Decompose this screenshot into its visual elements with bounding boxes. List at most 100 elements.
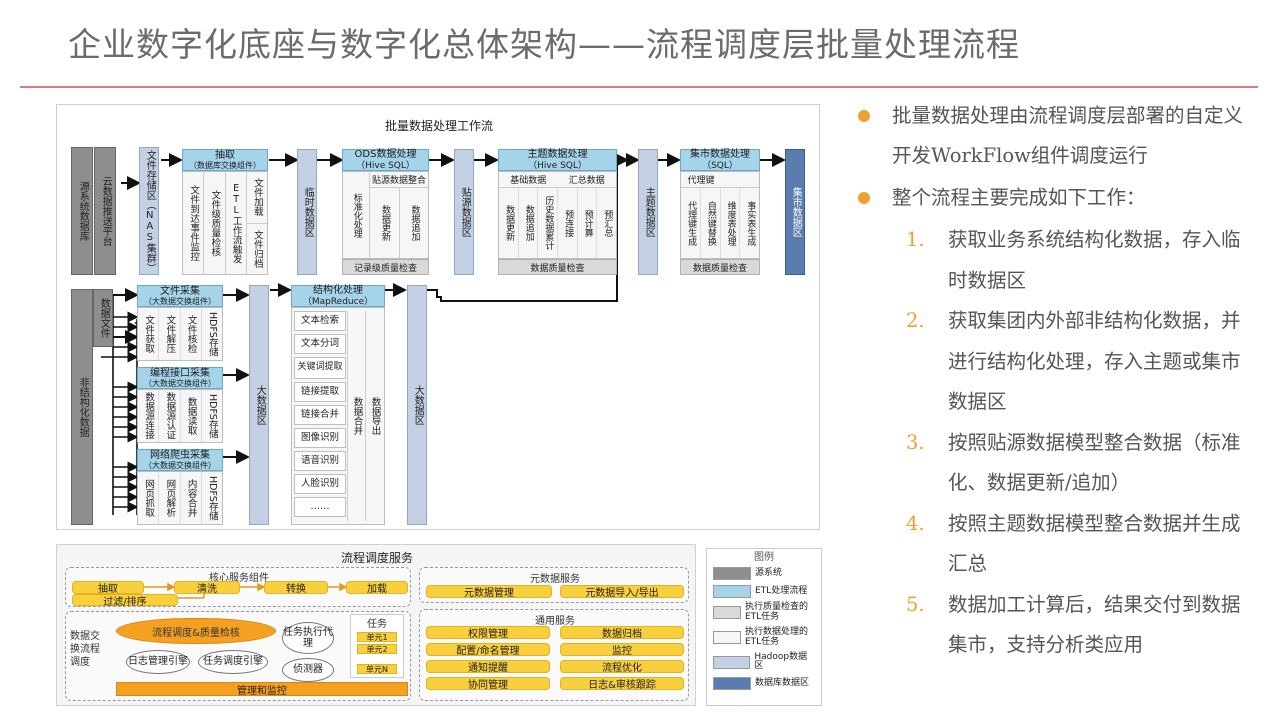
exchange-label: 数据交换流程调度 xyxy=(70,631,100,668)
tasks-title: 任务 xyxy=(367,619,387,630)
api-collect-subtitle: （大数据交换组件） xyxy=(144,379,216,389)
struct-item: 文本检索 xyxy=(294,311,346,331)
theme-item: 数据更新 xyxy=(504,205,515,241)
struct-item: …… xyxy=(294,497,346,517)
scheduler-panel: 流程调度服务 核心服务组件 抽取 清洗 转换 加载 过滤/排序 元数据服务 元数… xyxy=(56,544,696,706)
bigdata-zone: 大数据区 xyxy=(249,285,269,525)
bigdata-zone-2: 大数据区 xyxy=(407,285,427,525)
core-load: 加载 xyxy=(346,581,408,595)
file-collect-item: 文件解压 xyxy=(158,308,179,360)
mgmt-monitor-bar: 管理和监控 xyxy=(116,682,408,697)
api-collect-header: 编程接口采集 （大数据交换组件） xyxy=(137,367,223,389)
api-collect-item: 数据源连接 xyxy=(143,392,155,440)
legend-label: Hadoop数据区 xyxy=(754,651,808,672)
mart-proc-items: 代理键 代理键生成 自然键替换 维度表处理 事实表生成 xyxy=(680,171,760,259)
struct-item: 链接提取 xyxy=(294,382,346,402)
legend-item: 源系统 xyxy=(713,567,815,580)
monitor: 侦测器 xyxy=(282,658,334,682)
common-item: 流程优化 xyxy=(560,660,684,674)
exchange-scheduling: 数据交换流程调度 流程调度&质量检核 日志管理引擎 任务调度引擎 任务执行代理 … xyxy=(65,611,411,701)
api-collect-item: 数据读取 xyxy=(179,390,201,442)
metadata-title: 元数据服务 xyxy=(530,574,580,585)
struct-item: 关键词提取 xyxy=(294,357,346,379)
core-extract: 抽取 xyxy=(72,581,144,595)
theme-proc-header: 主题数据处理 （Hive SQL） xyxy=(498,149,617,171)
legend-swatch xyxy=(713,585,751,598)
task-scheduler-engine: 任务调度引擎 xyxy=(198,650,268,674)
common-grid: 权限管理 数据归档 配置/命名管理 监控 通知提醒 流程优化 协同管理 日志&审… xyxy=(426,626,684,691)
core-filter-sort: 过滤/排序 xyxy=(72,594,178,608)
theme-proc-title: 主题数据处理 xyxy=(527,149,588,161)
mart-proc-subtitle: （SQL） xyxy=(702,160,738,171)
struct-proc-title: 结构化处理 xyxy=(313,285,363,297)
bullet-2: 整个流程主要完成如下工作： xyxy=(858,178,1258,218)
ods-subtitle: （Hive SQL） xyxy=(356,160,415,171)
extract-items: 文件到达事件监控 文件级质量检核 ETL工作流触发 文件加载 文件归档 xyxy=(182,171,268,275)
task-agent: 任务执行代理 xyxy=(282,622,334,654)
ods-item: 数据追加 xyxy=(398,188,429,258)
legend-swatch xyxy=(713,606,741,620)
file-collect-item: 文件核检 xyxy=(179,308,201,360)
struct-export: 数据导出 xyxy=(365,311,383,521)
mart-item: 自然键替换 xyxy=(699,188,720,258)
bullet-1: 批量数据处理由流程调度层部署的自定义开发WorkFlow组件调度运行 xyxy=(858,96,1258,176)
extract-item: 文件级质量检核 xyxy=(203,172,224,274)
step-item: 2.获取集团内外部非结构化数据，并进行结构化处理，存入主题或集市数据区 xyxy=(906,301,1251,423)
ods-items: 标准化处理 贴源数据整合 数据更新 数据追加 xyxy=(342,171,429,259)
theme-data-zone: 主题数据区 xyxy=(638,149,658,275)
source-data-zone: 贴源数据区 xyxy=(454,149,474,275)
legend-item: 执行质量检查的ETL任务 xyxy=(713,602,815,623)
extract-item: ETL工作流触发 xyxy=(224,172,246,274)
step-number: 1. xyxy=(906,228,925,251)
mart-item: 代理键生成 xyxy=(686,200,697,246)
legend-swatch xyxy=(713,631,741,645)
file-collect-title: 文件采集 xyxy=(160,285,200,297)
extract-title: 抽取 xyxy=(215,149,235,161)
api-collect-title: 编程接口采集 xyxy=(150,367,210,379)
step-item: 4.按照主题数据模型整合数据并生成汇总 xyxy=(906,504,1251,585)
tasks-box: 任务 单元1 单元2 单元N xyxy=(350,614,404,678)
legend-swatch xyxy=(713,567,751,580)
common-item: 权限管理 xyxy=(426,626,550,640)
theme-proc-items: 基础数据 汇总数据 数据更新 数据追加 历史数据累计 预连接 预计算 预汇总 xyxy=(498,171,617,259)
ods-title: ODS数据处理 xyxy=(354,149,417,161)
step-text: 获取集团内外部非结构化数据，并进行结构化处理，存入主题或集市数据区 xyxy=(948,309,1241,413)
legend-swatch xyxy=(713,655,751,669)
api-collect-item: 数据源认证 xyxy=(158,390,179,442)
ods-item: 标准化处理 xyxy=(351,192,362,238)
theme-item: 预连接 xyxy=(557,188,577,258)
theme-item: 预计算 xyxy=(576,188,597,258)
step-item: 5.数据加工计算后，结果交付到数据集市，支持分析类应用 xyxy=(906,585,1251,666)
ods-qc: 记录级质量检查 xyxy=(342,259,429,275)
metadata-mgmt: 元数据管理 xyxy=(426,585,552,599)
api-collect-items: 数据源连接 数据源认证 数据读取 HDFS存储 xyxy=(137,389,223,443)
data-file: 数据文件 xyxy=(93,289,113,347)
metadata-import-export: 元数据导入/导出 xyxy=(560,585,684,599)
task-unit: 单元N xyxy=(357,664,397,674)
crawler-collect-header: 网络爬虫采集 （大数据交换组件） xyxy=(137,449,223,471)
theme-item: 预汇总 xyxy=(596,188,616,258)
legend-title: 图例 xyxy=(754,552,774,563)
legend-label: 执行数据处理的ETL任务 xyxy=(744,626,808,647)
cloud-push-platform: 云数据推送平台 xyxy=(94,147,116,275)
common-item: 配置/命名管理 xyxy=(426,643,550,657)
common-item: 监控 xyxy=(560,643,684,657)
file-collect-item: HDFS存储 xyxy=(200,308,222,360)
extract-item: 文件加载 xyxy=(251,178,263,217)
common-item: 日志&审核跟踪 xyxy=(560,677,684,691)
struct-item: 图像识别 xyxy=(294,428,346,448)
bullet-dot-icon xyxy=(858,110,870,122)
file-collect-item: 文件获取 xyxy=(143,315,155,353)
crawler-collect-title: 网络爬虫采集 xyxy=(150,449,210,461)
theme-proc-subtitle: （Hive SQL） xyxy=(528,160,587,171)
file-collect-subtitle: （大数据交换组件） xyxy=(144,297,216,307)
temp-zone: 临时数据区 xyxy=(297,149,317,275)
theme-item: 历史数据累计 xyxy=(537,188,557,258)
theme-item: 数据追加 xyxy=(517,188,538,258)
core-services: 核心服务组件 抽取 清洗 转换 加载 过滤/排序 xyxy=(65,567,411,608)
bullet-2-text: 整个流程主要完成如下工作： xyxy=(892,186,1146,209)
common-item: 通知提醒 xyxy=(426,660,550,674)
extract-item: 文件归档 xyxy=(246,222,267,275)
